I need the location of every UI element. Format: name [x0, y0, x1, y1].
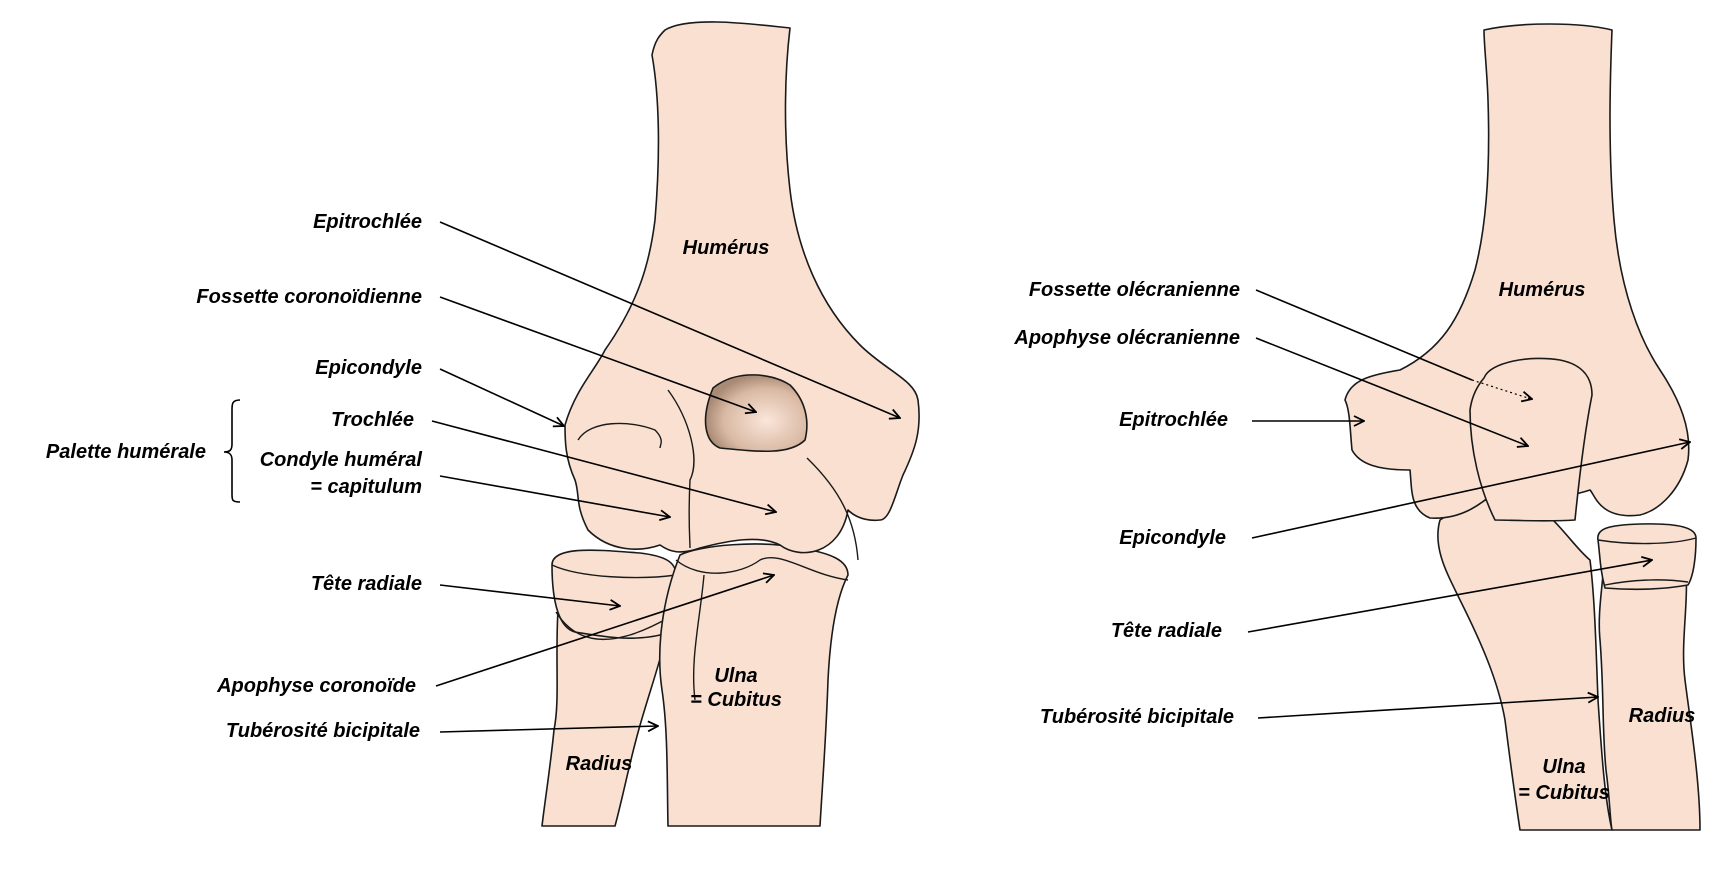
label-fossette-coronoidienne: Fossette coronoïdienne	[196, 286, 422, 308]
right-arrows	[1247, 289, 1690, 719]
label-tuberosite-bicipitale-left: Tubérosité bicipitale	[226, 720, 420, 742]
left-coronoid-fossa	[704, 374, 808, 453]
palette-humerale-bracket	[223, 399, 241, 503]
right-ulna-name-line1: Ulna	[1542, 756, 1585, 778]
label-condyle-humeral-line2: = capitulum	[310, 476, 422, 498]
arrow-apophyse-coronoide	[435, 575, 774, 687]
arrow-trochlee	[431, 420, 776, 512]
arrow-condyle-humeral	[439, 475, 670, 517]
label-apophyse-coronoide: Apophyse coronoïde	[216, 675, 416, 697]
left-arrows	[431, 221, 900, 733]
arrow-tuberosite-bicipitale-right	[1257, 697, 1598, 719]
label-palette-humerale: Palette humérale	[46, 441, 206, 463]
arrow-tete-radiale-left	[439, 584, 620, 606]
label-tuberosite-bicipitale-right: Tubérosité bicipitale	[1040, 706, 1234, 728]
left-ulna-name-line2: = Cubitus	[690, 689, 782, 711]
right-radius-name: Radius	[1629, 705, 1696, 727]
left-ulna-name-line1: Ulna	[714, 665, 757, 687]
arrow-fossette-olecranienne-head	[1528, 398, 1532, 399]
left-humerus-name: Humérus	[683, 237, 770, 259]
label-epicondyle-left: Epicondyle	[315, 357, 422, 379]
label-apophyse-olecranienne: Apophyse olécranienne	[1013, 327, 1240, 349]
arrow-epicondyle-right	[1251, 442, 1690, 539]
label-tete-radiale-left: Tête radiale	[311, 573, 422, 595]
right-ulna-bone	[1437, 497, 1613, 831]
right-olecranon-process	[1469, 357, 1593, 522]
label-epicondyle-right: Epicondyle	[1119, 527, 1226, 549]
arrow-epitrochlee-left	[439, 221, 900, 418]
arrow-fossette-coronoidienne	[439, 296, 756, 412]
label-epitrochlee-left: Epitrochlée	[313, 211, 422, 233]
label-trochlee: Trochlée	[331, 409, 414, 431]
arrow-tete-radiale-right	[1247, 560, 1652, 633]
label-condyle-humeral-line1: Condyle huméral	[260, 449, 423, 471]
left-radius-name: Radius	[566, 753, 633, 775]
label-fossette-olecranienne: Fossette olécranienne	[1029, 279, 1240, 301]
arrow-fossette-olecranienne-line	[1255, 289, 1473, 381]
left-humerus-bone	[564, 21, 920, 554]
right-ulna-name-line2: = Cubitus	[1518, 782, 1610, 804]
label-epitrochlee-right: Epitrochlée	[1119, 409, 1228, 431]
arrow-apophyse-olecranienne	[1255, 337, 1528, 446]
right-humerus-name: Humérus	[1499, 279, 1586, 301]
right-elbow-view	[1344, 23, 1701, 831]
label-tete-radiale-right: Tête radiale	[1111, 620, 1222, 642]
arrow-tuberosite-bicipitale-left	[439, 726, 658, 733]
arrow-epicondyle-left	[439, 368, 564, 426]
left-radial-head	[551, 549, 677, 639]
